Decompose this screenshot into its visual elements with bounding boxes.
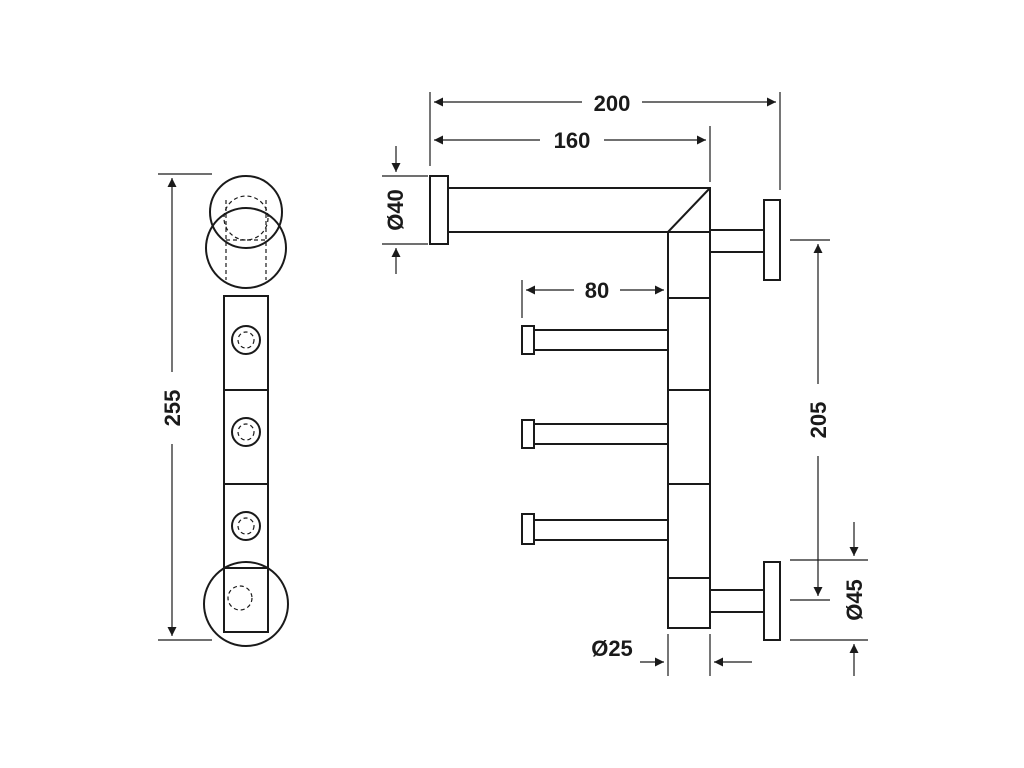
top-rosette-outline — [209, 175, 283, 249]
dim-arm-width: 160 — [554, 128, 591, 153]
hook-2 — [521, 419, 669, 449]
top-wall-plate — [429, 175, 449, 245]
front-view: 255 — [158, 173, 289, 647]
vertical-column — [667, 231, 711, 629]
right-bottom-wall-plate — [763, 561, 781, 641]
front-tube — [223, 295, 269, 633]
dim-hook-length: 80 — [585, 278, 609, 303]
dim-hook-spacing: 205 — [806, 402, 831, 439]
front-hook-knob-1 — [231, 325, 261, 355]
dim-total-height: 255 — [160, 390, 185, 427]
front-hook-knob-3 — [231, 511, 261, 541]
dim-tube-diameter: Ø25 — [591, 636, 633, 661]
top-rosette-hidden — [223, 195, 269, 241]
right-top-wall-plate — [763, 199, 781, 281]
top-rosette-lower-outline — [205, 207, 287, 289]
bottom-rosette — [203, 561, 289, 647]
hook-1 — [521, 325, 669, 355]
top-arm — [448, 187, 711, 233]
dim-overall-width: 200 — [594, 91, 631, 116]
front-hook-knob-2 — [231, 417, 261, 447]
dim-rosette-bottom: Ø45 — [842, 579, 867, 621]
dim-rosette-top: Ø40 — [383, 189, 408, 231]
side-view: 200 160 80 Ø40 205 Ø45 Ø25 — [382, 91, 868, 676]
hook-3 — [521, 513, 669, 545]
